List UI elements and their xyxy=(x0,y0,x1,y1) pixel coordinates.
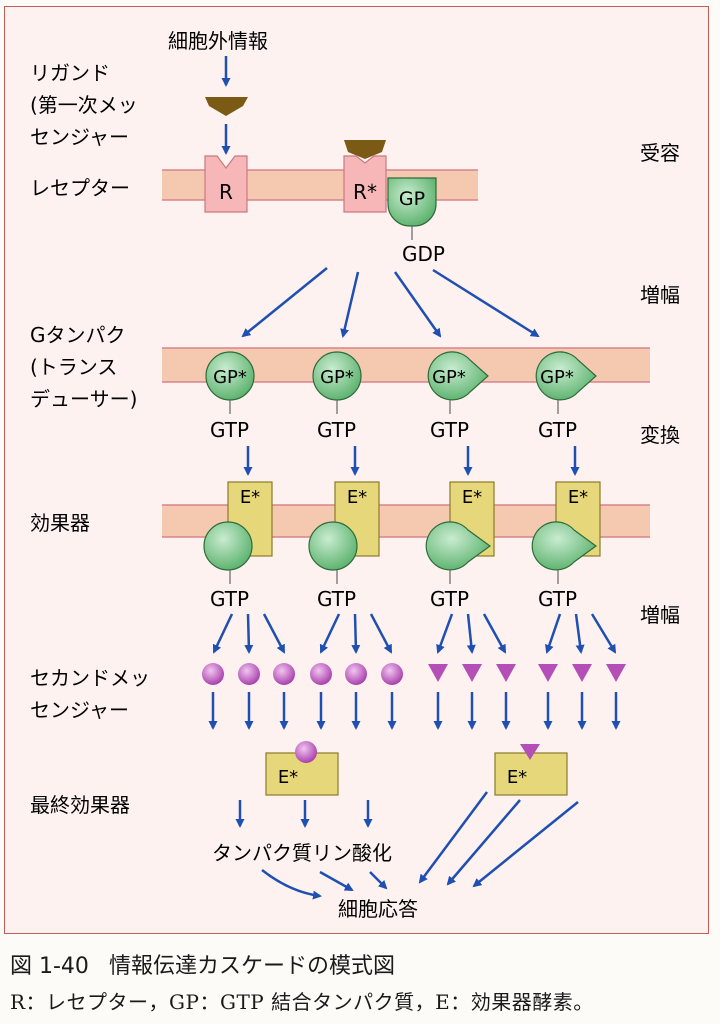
arrow-amp1-4 xyxy=(432,268,540,338)
gp-active-2: GP* xyxy=(312,351,362,401)
gp-inactive-label: GP xyxy=(399,188,425,210)
gtp-2-1: GTP xyxy=(210,587,249,611)
receptor-active: R* xyxy=(343,140,387,213)
gp-active-1: GP* xyxy=(205,351,255,401)
figure-title: 情報伝達カスケードの模式図 xyxy=(108,954,395,979)
gp-active-4-label: GP* xyxy=(540,367,574,388)
receptor-label: レセプター xyxy=(30,176,130,200)
second-messenger-label: セカンドメッ センジャー xyxy=(30,666,150,722)
gtp-1-2: GTP xyxy=(317,418,356,442)
gtp-2-2: GTP xyxy=(317,587,356,611)
gtp-row-2: GTP GTP GTP GTP xyxy=(210,570,577,611)
cell-response-label: 細胞応答 xyxy=(338,897,418,921)
receptor-active-label: R* xyxy=(353,180,377,204)
second-messenger-label-line-1: セカンドメッ xyxy=(30,666,150,690)
arrow-amp1-3 xyxy=(393,271,442,338)
arrows-gtp-to-effector xyxy=(243,446,580,476)
arrows-amp2 xyxy=(212,613,617,654)
arrows-to-cell-response xyxy=(261,791,579,900)
gp-active-4: GP* xyxy=(535,351,597,401)
gp-active-3: GP* xyxy=(427,351,489,401)
gtp-2-3: GTP xyxy=(430,587,469,611)
g-protein-label-line-2: (トランス xyxy=(30,355,117,379)
second-messengers-spheres xyxy=(202,663,403,685)
final-effector-label: 最終効果器 xyxy=(30,793,130,817)
receptor-inactive: R xyxy=(204,155,248,213)
arrow-amp1-1 xyxy=(241,267,328,338)
gp-inactive: GP xyxy=(387,177,437,227)
effector-2: E* xyxy=(308,481,380,571)
external-info-label: 細胞外情報 xyxy=(168,29,268,53)
g-protein-label-line-1: Gタンパク xyxy=(30,323,126,347)
final-effector-right-label: E* xyxy=(507,767,527,788)
stage-reception: 受容 xyxy=(640,141,680,165)
figure-caption-title: 図 1-40 情報伝達カスケードの模式図 xyxy=(10,948,395,980)
second-messenger-label-line-2: センジャー xyxy=(30,698,129,722)
final-effector-right: E* xyxy=(494,744,568,796)
ligand-label-line-1: リガンド xyxy=(30,61,110,85)
ligand-label-line-3: センジャー xyxy=(30,125,129,149)
gtp-2-4: GTP xyxy=(538,587,577,611)
phosphorylation-label: タンパク質リン酸化 xyxy=(212,841,392,865)
receptor-inactive-label: R xyxy=(219,180,233,204)
g-protein-label: Gタンパク (トランス デューサー) xyxy=(30,323,137,411)
cascade-diagram: 細胞外情報 リガンド (第一次メッ センジャー レセプター Gタンパク (トラン… xyxy=(30,29,680,921)
arrow-amp1-2 xyxy=(340,271,360,338)
final-effector-left: E* xyxy=(265,741,339,796)
effector-label: 効果器 xyxy=(30,511,90,535)
stage-transduction: 変換 xyxy=(640,423,680,447)
stage-amplification-2: 増幅 xyxy=(640,603,680,627)
effector-3: E* xyxy=(425,481,495,571)
gp-active-2-label: GP* xyxy=(320,367,354,388)
ligand-label-line-2: (第一次メッ xyxy=(30,93,138,117)
effector-4: E* xyxy=(531,481,601,571)
arrows-messenger-down xyxy=(208,692,621,730)
effector-2-label: E* xyxy=(347,487,367,508)
effector-4-label: E* xyxy=(568,487,588,508)
ligand-shape xyxy=(205,97,248,116)
figure-number: 図 1-40 xyxy=(10,954,89,979)
final-effector-left-label: E* xyxy=(278,767,298,788)
effector-3-label: E* xyxy=(462,487,482,508)
gp-active-3-label: GP* xyxy=(432,367,466,388)
gtp-row-1: GTP GTP GTP GTP xyxy=(210,400,577,442)
gtp-1-1: GTP xyxy=(210,418,249,442)
gtp-1-3: GTP xyxy=(430,418,469,442)
arrows-to-phosphorylation xyxy=(235,800,373,828)
stage-amplification-1: 増幅 xyxy=(640,283,680,307)
ligand-label: リガンド (第一次メッ センジャー xyxy=(30,61,138,149)
effector-1-label: E* xyxy=(240,487,260,508)
gdp-label: GDP xyxy=(402,242,445,266)
effector-1: E* xyxy=(203,481,273,571)
g-protein-label-line-3: デューサー) xyxy=(30,387,137,411)
gtp-1-4: GTP xyxy=(538,418,577,442)
gp-active-1-label: GP* xyxy=(213,367,247,388)
figure-caption-legend: R：レセプター，GP：GTP 結合タンパク質，E：効果器酵素。 xyxy=(10,990,594,1014)
second-messengers-triangles xyxy=(428,664,626,682)
